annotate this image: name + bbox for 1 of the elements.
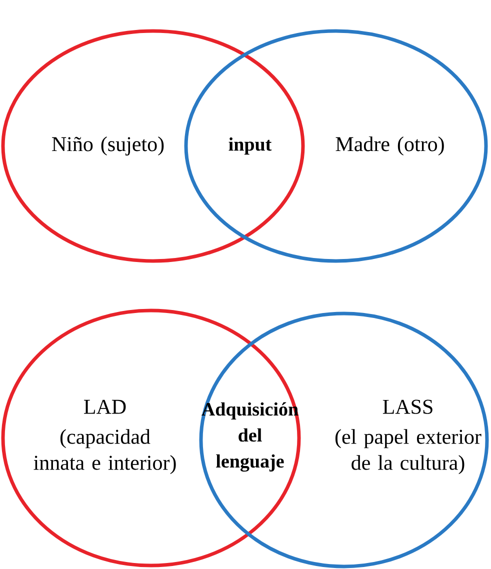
- overlap-label: input: [228, 137, 272, 155]
